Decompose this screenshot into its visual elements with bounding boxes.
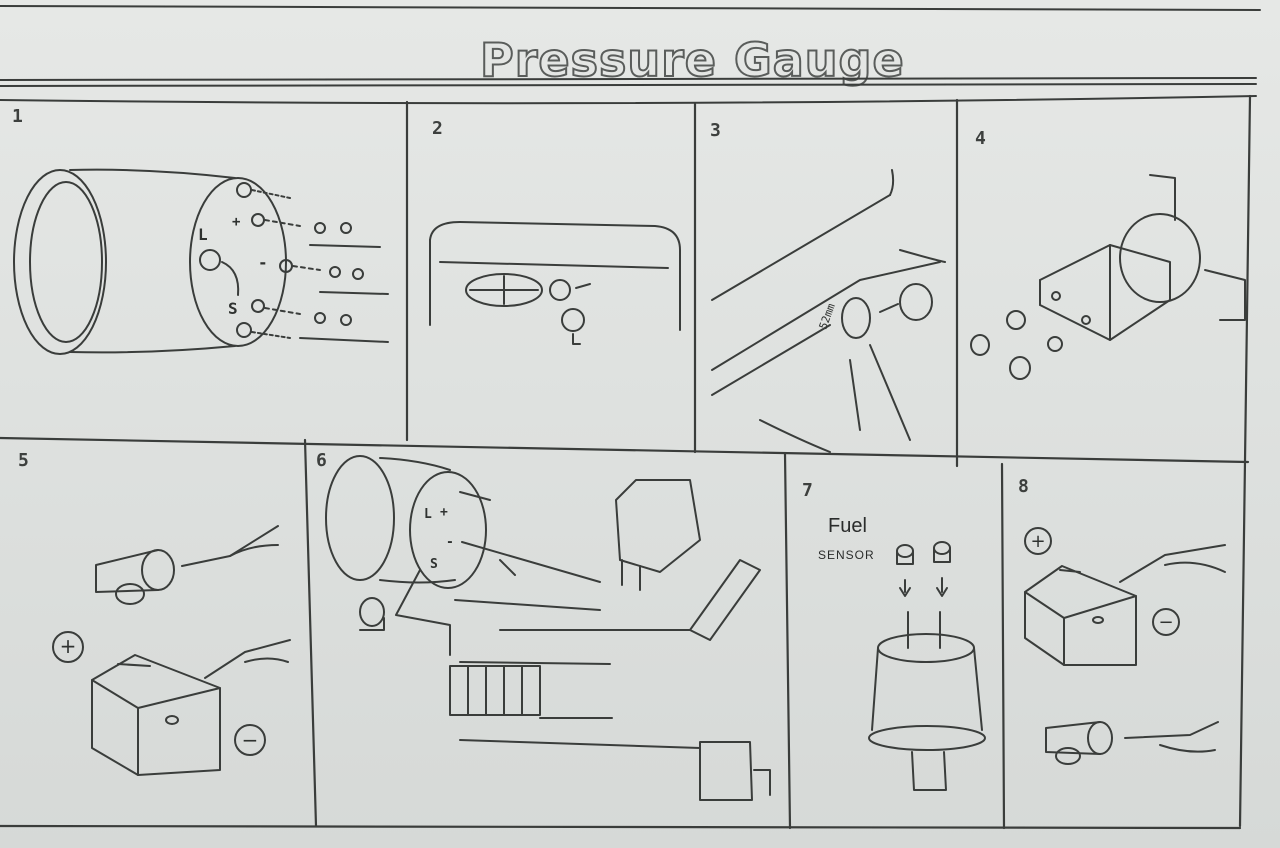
panel-1-minus-label: - bbox=[258, 253, 268, 272]
panel-number-1: 1 bbox=[12, 106, 23, 127]
panel-6-l-label: L bbox=[424, 507, 432, 522]
panel-3-mounting bbox=[711, 169, 946, 453]
panel-5-battery-disconnect bbox=[52, 525, 291, 776]
panel-1-plus-label: + bbox=[232, 214, 240, 230]
header-rules bbox=[0, 5, 1261, 105]
panel-8-plus-symbol: + bbox=[1030, 531, 1045, 552]
panel-4-bracket bbox=[970, 174, 1246, 380]
panel-2-dashboard bbox=[429, 221, 681, 345]
panel-number-6: 6 bbox=[316, 450, 327, 471]
panel-grid bbox=[0, 94, 1252, 830]
panel-number-8: 8 bbox=[1018, 476, 1029, 497]
panel-number-2: 2 bbox=[432, 118, 443, 139]
panel-7-fuel-sensor bbox=[868, 541, 986, 791]
panel-8-minus-symbol: − bbox=[1158, 612, 1173, 633]
panel-5-plus-symbol: + bbox=[60, 634, 77, 658]
panel-1-l-label: L bbox=[198, 225, 208, 244]
panel-1-gauge-rear bbox=[13, 168, 389, 355]
panel-6-s-label: S bbox=[430, 557, 438, 572]
panel-3-size-mark: 52mm bbox=[817, 301, 838, 331]
panel-number-5: 5 bbox=[18, 450, 29, 471]
panel-6-wiring bbox=[325, 455, 771, 801]
panel-6-plus-label: + bbox=[440, 505, 448, 520]
panel-number-7: 7 bbox=[802, 480, 813, 501]
sensor-label: SENSOR bbox=[818, 548, 875, 562]
panel-number-4: 4 bbox=[975, 128, 986, 149]
panel-5-minus-symbol: − bbox=[242, 728, 259, 752]
fuel-label: Fuel bbox=[828, 515, 867, 537]
panel-6-minus-label: - bbox=[446, 535, 454, 550]
panel-1-s-label: S bbox=[228, 299, 238, 318]
panel-8-battery-reconnect bbox=[1024, 527, 1226, 765]
panel-number-3: 3 bbox=[710, 120, 721, 141]
